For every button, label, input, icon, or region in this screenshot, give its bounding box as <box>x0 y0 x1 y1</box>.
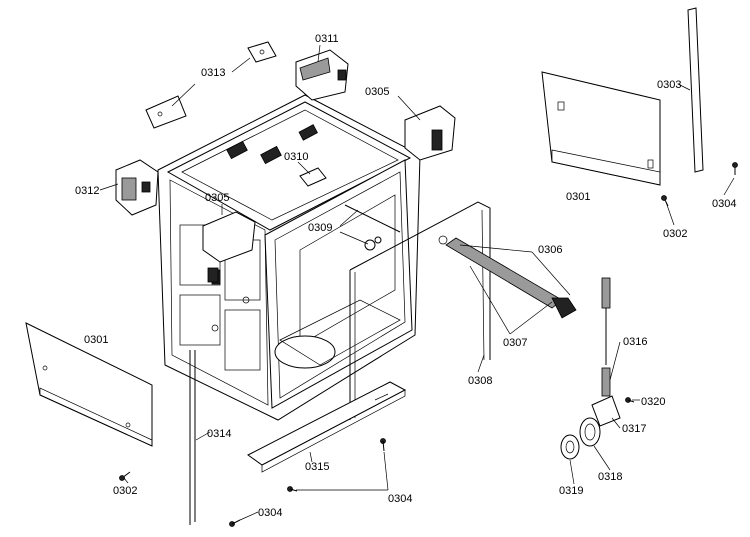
label-0303: 0303 <box>657 79 681 91</box>
side-panel-0301-right <box>541 71 661 186</box>
label-0302-right: 0302 <box>663 228 687 240</box>
label-0308: 0308 <box>468 375 492 387</box>
screw-0302-right <box>661 195 669 207</box>
gasket-0314 <box>189 350 196 525</box>
label-0316: 0316 <box>623 336 647 348</box>
side-panel-0301-left <box>25 322 153 447</box>
label-0305-upper: 0305 <box>365 86 389 98</box>
ring-0319 <box>560 434 580 460</box>
label-0305-lower: 0305 <box>205 192 229 204</box>
label-0306: 0306 <box>538 244 562 256</box>
label-0304-bottom-left: 0304 <box>258 507 282 519</box>
bracket-0310 <box>299 167 327 187</box>
leader-lines <box>99 44 735 521</box>
label-0304-top: 0304 <box>712 198 736 210</box>
gasket-0308 <box>349 201 491 420</box>
spray-arm-0306 <box>438 235 577 319</box>
label-0304-bottom-right: 0304 <box>388 493 412 505</box>
supply-pipe-0316 <box>591 277 621 427</box>
bracket-0305-upper <box>404 105 456 161</box>
label-0319: 0319 <box>559 485 583 497</box>
label-0315: 0315 <box>305 461 329 473</box>
rail-0309 <box>344 204 401 251</box>
label-0317: 0317 <box>622 423 646 435</box>
seal-0318 <box>579 417 601 447</box>
bracket-0313 <box>145 41 277 129</box>
label-0309: 0309 <box>308 222 332 234</box>
label-0312: 0312 <box>75 185 99 197</box>
part-labels: 0311 0313 0305 0303 0310 0312 0305 0301 … <box>75 33 736 519</box>
label-0320: 0320 <box>641 396 665 408</box>
screw-0320 <box>625 397 635 403</box>
bracket-0311 <box>295 49 349 101</box>
label-0302-left: 0302 <box>113 485 137 497</box>
label-0314: 0314 <box>207 428 231 440</box>
screw-0302-left <box>119 471 131 481</box>
bracket-0305-lower <box>202 211 256 283</box>
strip-0303 <box>687 7 704 173</box>
bracket-0312 <box>115 159 159 216</box>
label-0301-left: 0301 <box>84 334 108 346</box>
dishwasher-tub <box>157 94 421 421</box>
label-0307: 0307 <box>503 337 527 349</box>
screw-0304-bottom-b <box>287 486 298 492</box>
label-0318: 0318 <box>598 471 622 483</box>
base-rail-0315 <box>247 381 407 473</box>
label-0301-right: 0301 <box>566 191 590 203</box>
screw-0304-bottom-a <box>380 438 386 452</box>
screw-0304-bottom-c <box>229 519 241 527</box>
screw-0304-top <box>732 162 738 175</box>
label-0311: 0311 <box>315 33 339 45</box>
label-0313: 0313 <box>201 67 225 79</box>
label-0310: 0310 <box>284 151 308 163</box>
